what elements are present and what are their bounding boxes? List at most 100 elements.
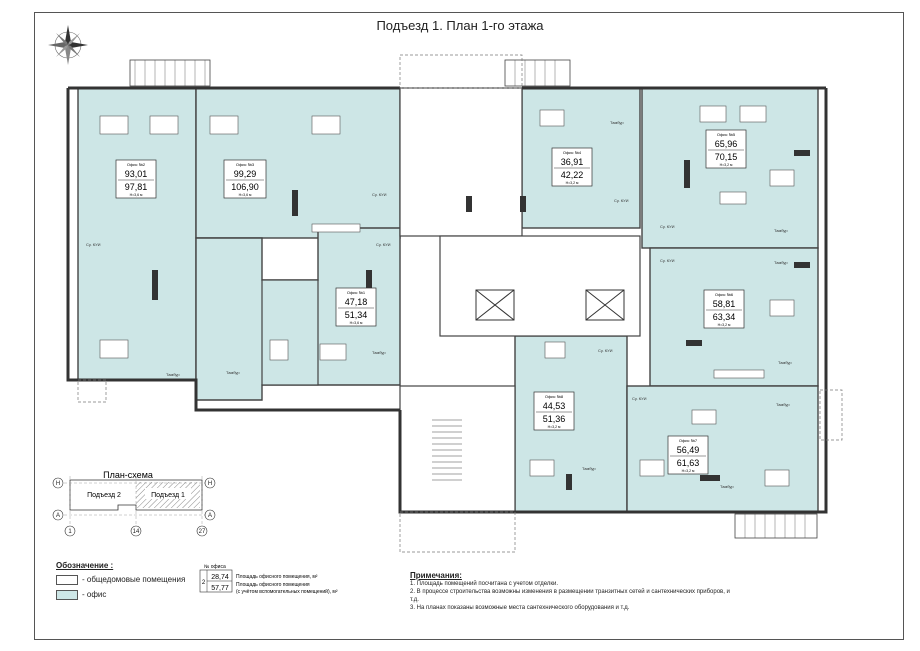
legend-swatch-common [56,574,78,585]
svg-text:2: 2 [202,580,206,586]
svg-text:Площадь офисного помещения: Площадь офисного помещения [236,582,310,588]
svg-text:44,53: 44,53 [543,401,566,411]
svg-text:65,96: 65,96 [715,139,738,149]
drawing-sheet-frame [34,12,904,640]
vestibule-label: Тамбур [778,360,792,365]
svg-text:H=3,2 м: H=3,2 м [718,323,731,327]
wc-label: Су. КУИ [372,192,387,197]
svg-text:Офис №7: Офис №7 [679,438,698,443]
svg-text:36,91: 36,91 [561,157,584,167]
vestibule-label: Тамбур [610,120,624,125]
common-areas [261,87,641,513]
vestibule-label: Тамбур [582,466,596,471]
svg-text:Офис №2: Офис №2 [127,162,146,167]
svg-text:28,74: 28,74 [211,574,229,581]
svg-text:57,77: 57,77 [211,585,229,592]
office-stamp: Офис №2 93,01 97,81 H=3,6 м [115,159,157,199]
office-stamp: Офис №8 44,53 51,36 H=3,2 м [533,391,575,431]
svg-text:42,22: 42,22 [561,170,584,180]
svg-text:Площадь офисного помещения, м²: Площадь офисного помещения, м² [236,574,318,580]
svg-text:Офис №5: Офис №5 [717,132,736,137]
balcony-hatch [134,60,806,538]
elevator-shafts [475,289,625,321]
legend-label-common: - общедомовые помещения [82,575,186,584]
svg-text:H=3,2 м: H=3,2 м [682,469,695,473]
scheme-entrance-1: Подъезд 1 [151,492,185,499]
office-stamp: Офис №3 99,29 106,90 H=3,6 м [223,159,267,199]
axis-a-right: A [208,513,212,519]
wc-label: Су. КУИ [86,242,101,247]
vestibule-label: Тамбур [776,402,790,407]
axis-14: 14 [133,529,140,535]
wc-label: Су. КУИ [598,348,613,353]
legend-swatch-office [56,589,78,600]
svg-text:58,81: 58,81 [713,299,736,309]
axis-1: 1 [68,529,72,535]
office-stamp: Офис №6 58,81 63,34 H=3,2 м [703,289,745,329]
office-furniture [99,105,795,487]
structural-columns [152,150,810,490]
office-stamps: Офис №2 93,01 97,81 H=3,6 м Офис №3 99,2… [115,129,747,475]
legend-label-office: - офис [82,590,107,599]
svg-text:Офис №4: Офис №4 [563,150,582,155]
vestibule-label: Тамбур [774,260,788,265]
vestibule-label: Тамбур [166,372,180,377]
svg-text:51,36: 51,36 [543,414,566,424]
balconies [129,59,818,539]
vestibule-label: Тамбур [226,370,240,375]
wc-label: Су. КУИ [632,396,647,401]
wc-label: Су. КУИ [660,258,675,263]
wc-label: Су. КУИ [660,224,675,229]
note-item: 3. На планах показаны возможные места са… [410,605,630,611]
axis-27: 27 [199,529,206,535]
vestibule-label: Тамбур [372,350,386,355]
axis-a-left: A [56,513,60,519]
svg-text:47,18: 47,18 [345,297,368,307]
legend-key-stamp: № офиса 2 28,74 57,77 Площадь офисного п… [199,564,338,595]
staircase-area [399,385,516,513]
svg-text:63,34: 63,34 [713,312,736,322]
axis-h-left: H [56,481,60,487]
svg-text:Офис №1: Офис №1 [347,290,366,295]
svg-text:93,01: 93,01 [125,169,148,179]
svg-text:106,90: 106,90 [231,182,259,192]
note-item: 2. В процессе строительства возможны изм… [410,589,730,603]
stair-treads [432,419,462,481]
vestibule-label: Тамбур [774,228,788,233]
note-item: 1. Площадь помещений посчитана с учетом … [410,581,559,587]
svg-text:(с учётом вспомогательных поме: (с учётом вспомогательных помещений), м² [236,588,338,595]
svg-text:Офис №6: Офис №6 [715,292,734,297]
svg-text:№ офиса: № офиса [204,564,226,570]
svg-text:H=3,6 м: H=3,6 м [130,193,143,197]
svg-text:61,63: 61,63 [677,458,700,468]
legend-title: Обозначение : [56,561,114,570]
notes-title: Примечания: [410,571,462,580]
plan-scheme: План-схема Подъезд 2 Подъезд 1 H H A A 1 [52,470,216,537]
axis-h-right: H [208,481,212,487]
legend-item-office: - офис [56,589,185,600]
office-stamp: Офис №1 47,18 51,34 H=3,6 м [335,287,377,327]
svg-text:56,49: 56,49 [677,445,700,455]
vestibule-label: Тамбур [720,484,734,489]
office-7-area [626,385,819,513]
svg-text:H=3,2 м: H=3,2 м [548,425,561,429]
office-stamp: Офис №7 56,49 61,63 H=3,2 м [667,435,709,475]
office-2-area [77,87,197,381]
scheme-entrance-2: Подъезд 2 [87,492,121,499]
wc-label: Су. КУИ [376,242,391,247]
svg-text:70,15: 70,15 [715,152,738,162]
svg-text:Офис №8: Офис №8 [545,394,564,399]
page-title: Подъезд 1. План 1-го этажа [376,18,544,33]
office-areas [77,87,819,513]
legend-item-common: - общедомовые помещения [56,574,185,585]
room-labels: Тамбур Тамбур Тамбур Тамбур Тамбур Тамбу… [86,120,792,489]
compass-rose-icon [48,25,88,65]
office-stamp: Офис №4 36,91 42,22 H=3,2 м [551,147,593,187]
common-corridor-north [399,87,523,237]
svg-text:H=3,2 м: H=3,2 м [720,163,733,167]
wc-label: Су. КУИ [614,198,629,203]
svg-text:99,29: 99,29 [234,169,257,179]
elevator-hall [439,235,641,337]
office-1-core [261,279,319,386]
